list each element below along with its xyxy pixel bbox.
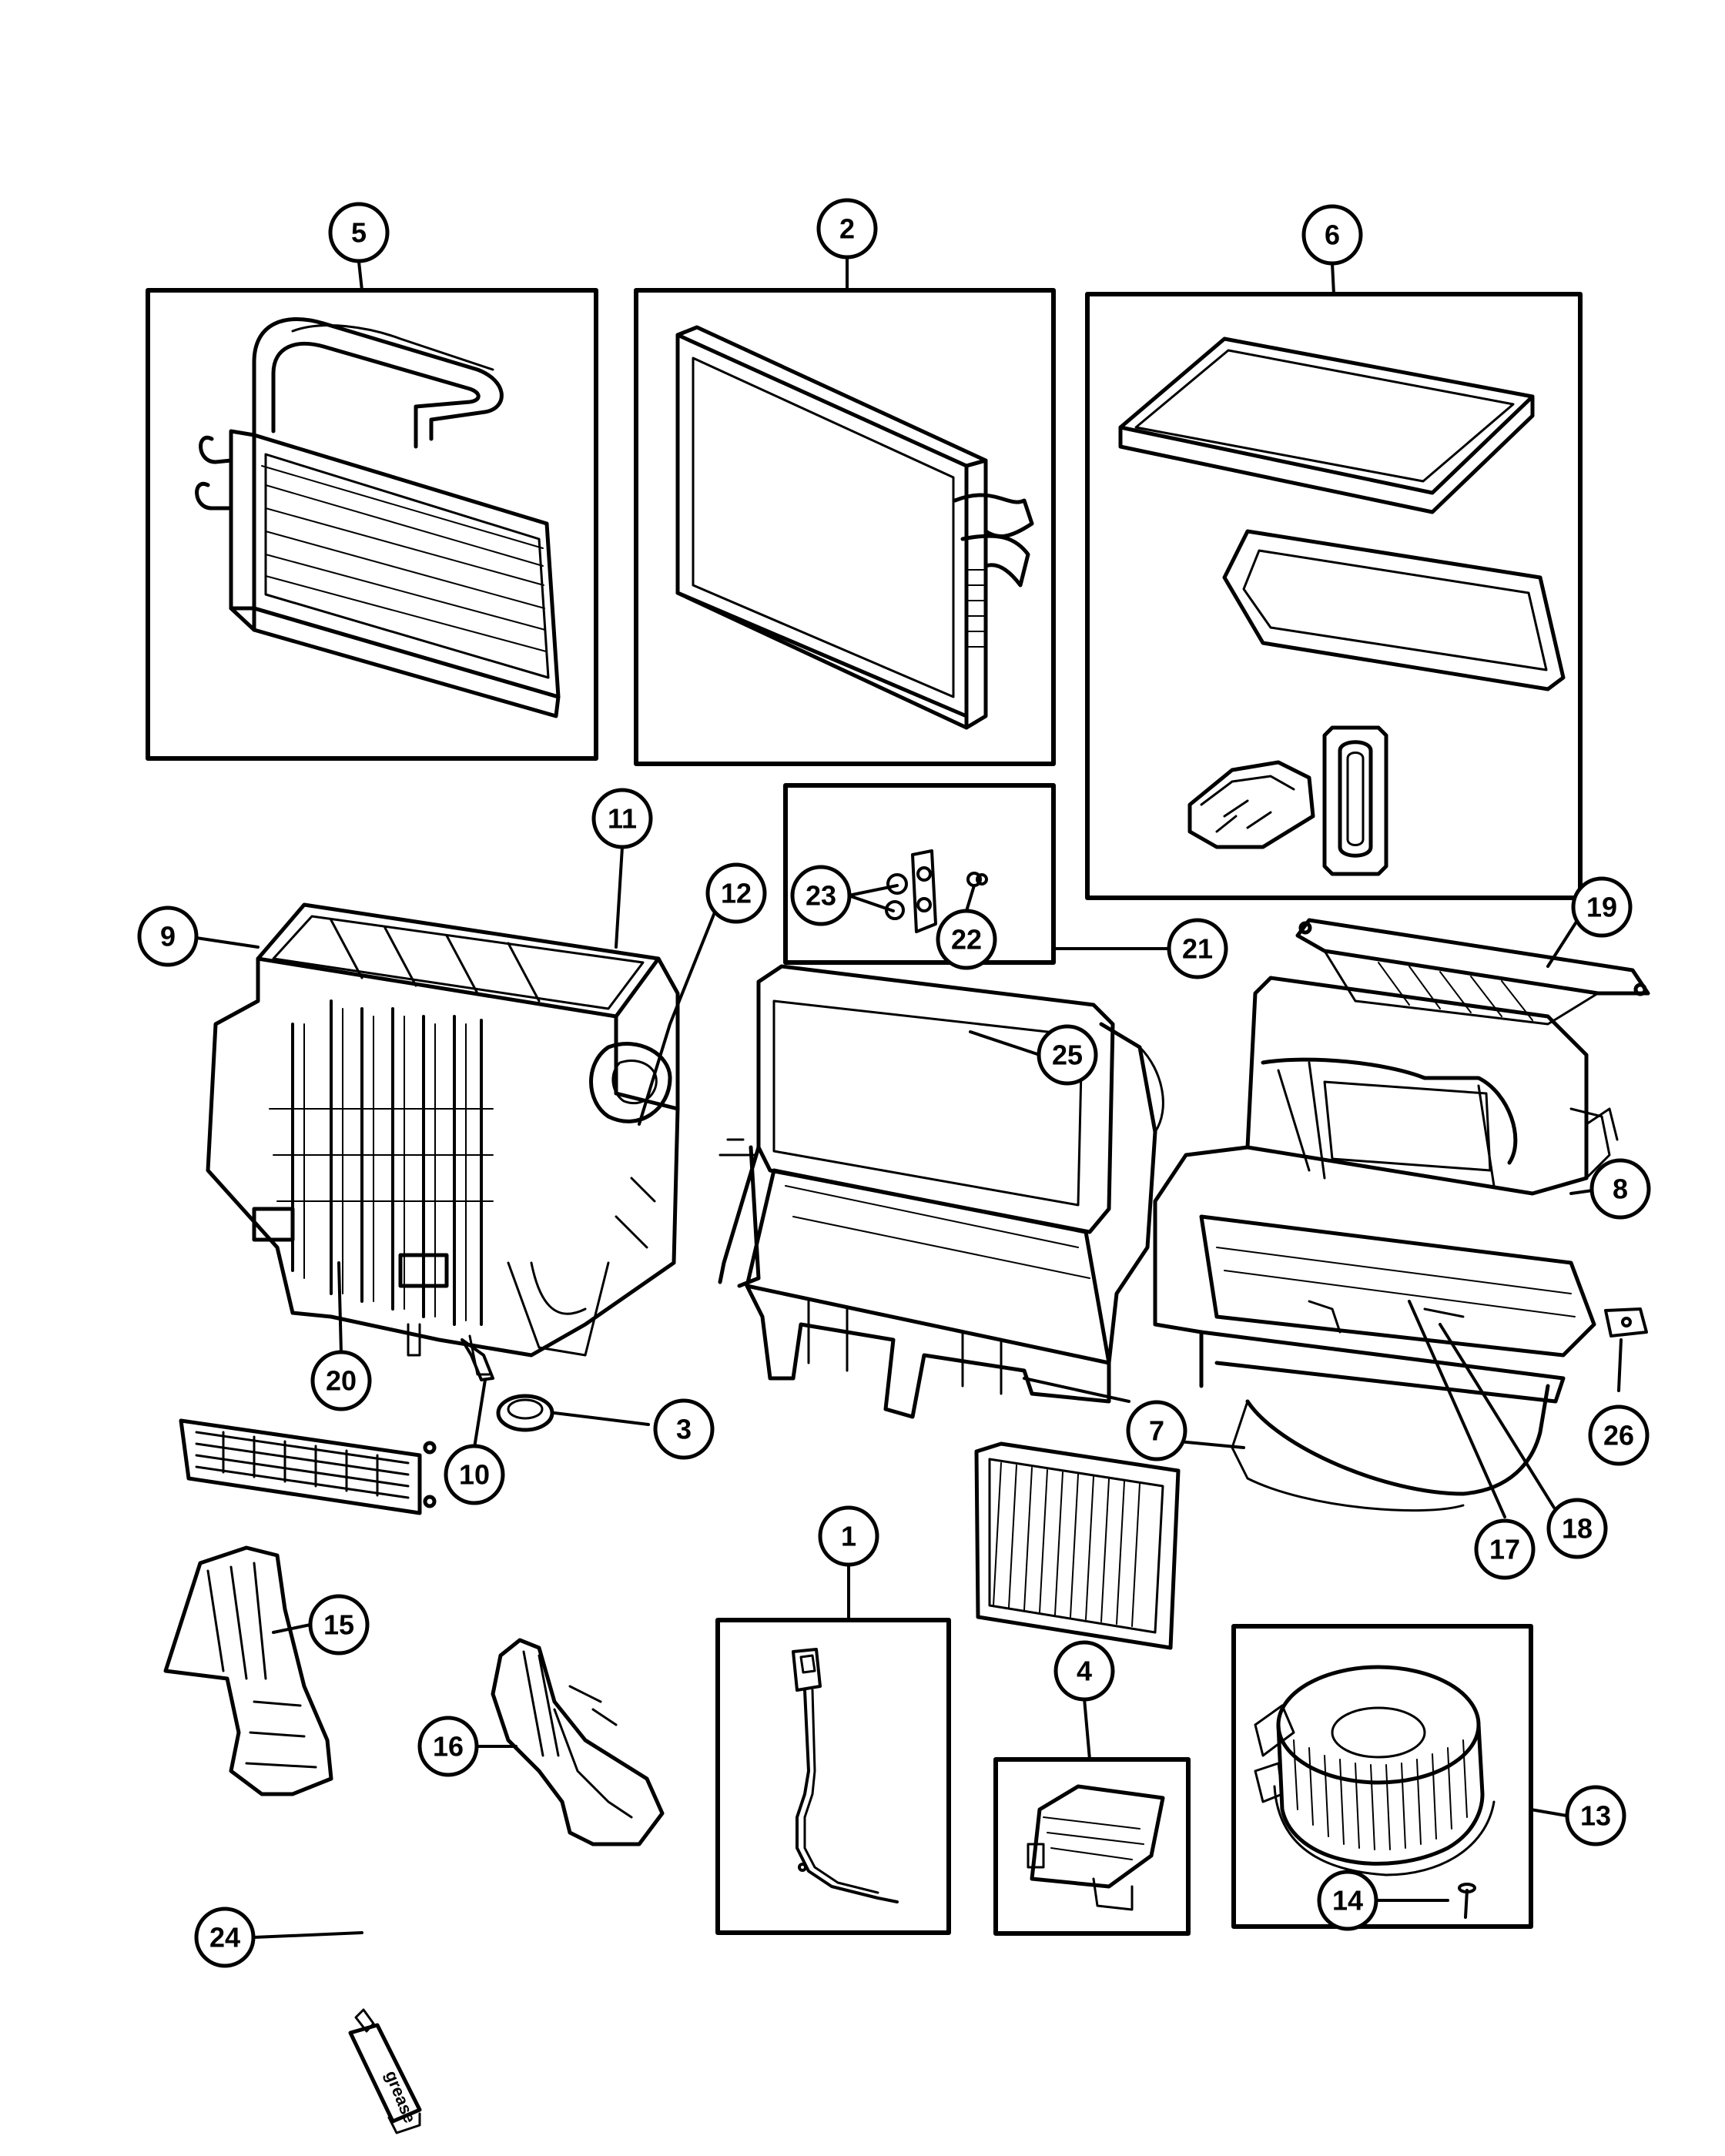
frame-expansion-valve-kit	[783, 783, 1056, 965]
callout-21-label: 21	[1182, 933, 1213, 965]
callout-4: 4	[1053, 1640, 1115, 1702]
duct-16-drawing	[491, 1638, 665, 1846]
frame-seal-kit	[1085, 292, 1583, 900]
callout-12-label: 12	[721, 878, 752, 909]
callout-24: 24	[194, 1907, 256, 1968]
callout-8: 8	[1589, 1158, 1651, 1220]
callout-9: 9	[137, 906, 199, 967]
grommet-drawing	[496, 1394, 554, 1432]
callout-24-label: 24	[209, 1922, 240, 1953]
callout-3: 3	[653, 1398, 715, 1460]
callout-17-label: 17	[1489, 1534, 1520, 1565]
callout-12: 12	[705, 862, 767, 924]
frame-blower-motor	[1231, 1624, 1533, 1929]
sensor-drawing	[792, 1648, 899, 1903]
small-part-10-drawing	[461, 1338, 494, 1381]
callout-10-label: 10	[459, 1459, 490, 1491]
frame-heater-core	[146, 288, 598, 761]
leader-lines	[195, 256, 1623, 1939]
callout-8-label: 8	[1613, 1173, 1628, 1205]
callout-14-label: 14	[1332, 1885, 1363, 1917]
duct-15-drawing	[163, 1545, 333, 1796]
callout-6: 6	[1301, 204, 1363, 266]
heater-core-drawing	[195, 316, 561, 718]
grease-tube-drawing	[348, 2008, 422, 2134]
callout-15-label: 15	[323, 1609, 354, 1641]
callout-16-label: 16	[433, 1731, 464, 1763]
callout-25: 25	[1037, 1024, 1098, 1086]
evaporator-drawing	[675, 325, 1034, 730]
callout-18-label: 18	[1562, 1513, 1593, 1545]
screw-drawing	[1458, 1883, 1476, 1919]
callout-17: 17	[1474, 1518, 1536, 1580]
callout-20: 20	[310, 1350, 372, 1411]
callout-6-label: 6	[1325, 219, 1340, 251]
callout-25-label: 25	[1052, 1040, 1083, 1071]
callout-1: 1	[818, 1505, 879, 1567]
callout-22-label: 22	[951, 924, 982, 956]
callout-2-label: 2	[839, 213, 855, 245]
frame-sensor	[715, 1618, 951, 1935]
callout-26-label: 26	[1603, 1420, 1634, 1451]
resistor-drawing	[1027, 1784, 1165, 1911]
cabin-filter-drawing	[974, 1441, 1181, 1650]
callout-13: 13	[1565, 1785, 1626, 1846]
callout-15: 15	[308, 1594, 370, 1656]
callout-18: 18	[1546, 1498, 1608, 1559]
callout-5: 5	[328, 202, 390, 263]
callout-4-label: 4	[1077, 1656, 1092, 1687]
heater-housing-drawing	[206, 902, 680, 1376]
callout-7-label: 7	[1149, 1415, 1164, 1447]
callout-19: 19	[1571, 876, 1633, 938]
callout-20-label: 20	[326, 1365, 357, 1397]
callout-26: 26	[1588, 1404, 1650, 1466]
callout-13-label: 13	[1580, 1800, 1611, 1832]
callout-19-label: 19	[1586, 892, 1617, 923]
callout-2: 2	[816, 198, 878, 259]
filter-door-drawing	[1295, 918, 1650, 1026]
callout-7: 7	[1126, 1400, 1187, 1461]
callout-3-label: 3	[676, 1414, 692, 1445]
callout-16: 16	[417, 1716, 479, 1777]
seal-kit-drawing	[1118, 336, 1566, 876]
callout-5-label: 5	[351, 217, 367, 249]
clip-drawing	[1604, 1307, 1648, 1337]
frame-resistor	[993, 1757, 1191, 1936]
callout-22: 22	[936, 909, 997, 970]
callout-11-label: 11	[608, 803, 637, 835]
blower-housing-drawing	[1153, 976, 1619, 1512]
callout-1-label: 1	[841, 1521, 856, 1552]
callout-14: 14	[1317, 1870, 1378, 1931]
callout-23: 23	[790, 865, 852, 926]
callout-10: 10	[444, 1444, 505, 1505]
blower-motor-drawing	[1254, 1665, 1496, 1876]
frame-evaporator	[634, 288, 1056, 766]
callout-23-label: 23	[806, 880, 836, 912]
callout-21: 21	[1167, 918, 1228, 979]
evaporator-housing-drawing	[718, 964, 1164, 1419]
callout-11: 11	[591, 788, 653, 849]
part-frames	[146, 288, 1583, 1936]
expansion-valve-drawing	[885, 849, 988, 933]
outlet-grille-drawing	[179, 1418, 437, 1515]
callout-9-label: 9	[160, 921, 176, 952]
